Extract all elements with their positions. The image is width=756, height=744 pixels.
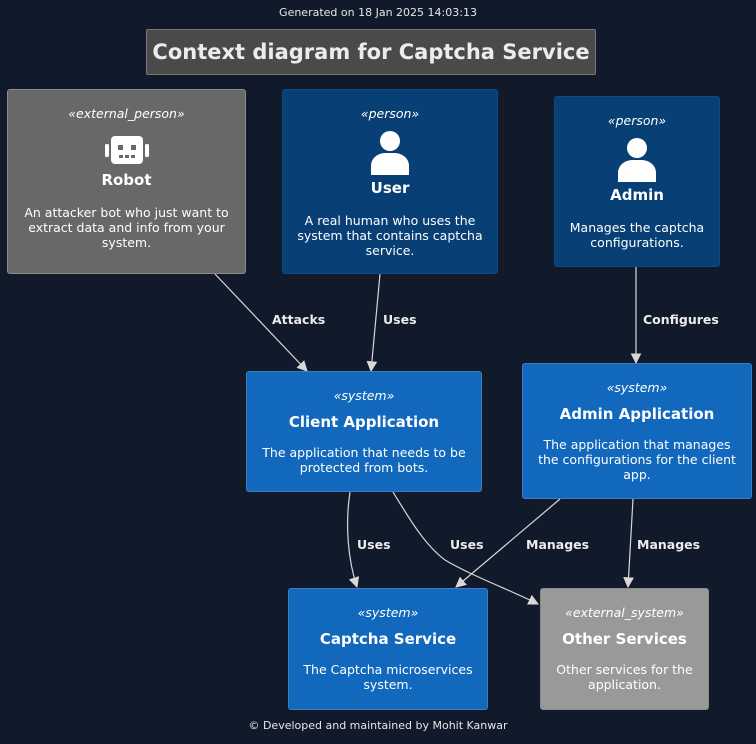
node-robot-desc-line3: system. — [101, 235, 152, 250]
node-other-services-desc-line1: Other services for the — [556, 662, 693, 677]
node-user-desc-line2: system that contains captcha — [297, 228, 483, 243]
node-user-desc-line3: service. — [365, 243, 415, 258]
label-uses-captcha: Uses — [357, 537, 391, 552]
node-other-services-stereotype: «external_system» — [565, 605, 684, 620]
edge-adminapp-manages-other — [623, 498, 634, 589]
node-robot-desc-line1: An attacker bot who just want to — [24, 205, 229, 220]
node-robot-desc-line2: extract data and info from your — [28, 220, 225, 235]
node-user-stereotype: «person» — [360, 106, 420, 121]
person-icon — [371, 131, 409, 175]
node-admin-application-stereotype: «system» — [606, 380, 668, 395]
node-admin: «person» Admin Manages the captcha confi… — [554, 96, 720, 267]
node-user-desc-line1: A real human who uses the — [304, 213, 476, 228]
edge-client-uses-captcha — [347, 491, 360, 589]
node-admin-application-desc-line2: the configurations for the client — [538, 452, 736, 467]
edge-user-uses-client — [366, 273, 381, 373]
node-client-application-desc-line1: The application that needs to be — [262, 445, 466, 460]
node-admin-desc-line1: Manages the captcha — [569, 220, 705, 235]
label-attacks: Attacks — [272, 312, 326, 327]
node-other-services-name: Other Services — [562, 630, 687, 648]
node-captcha-service: «system» Captcha Service The Captcha mic… — [288, 588, 488, 710]
node-admin-application-name: Admin Application — [559, 405, 715, 423]
node-admin-desc-line2: configurations. — [590, 235, 684, 250]
generated-timestamp: Generated on 18 Jan 2025 14:03:13 — [279, 6, 477, 19]
node-client-application-stereotype: «system» — [333, 388, 395, 403]
node-captcha-service-desc-line1: The Captcha microservices — [303, 662, 473, 677]
footer-credit: © Developed and maintained by Mohit Kanw… — [248, 719, 508, 732]
label-configures: Configures — [643, 312, 719, 327]
node-admin-name: Admin — [610, 186, 664, 204]
node-client-application-desc-line2: protected from bots. — [299, 460, 429, 475]
node-user-name: User — [370, 179, 410, 197]
node-robot: «external_person» Robot An attacker bot … — [7, 89, 246, 274]
person-icon — [618, 138, 656, 182]
edge-client-uses-other — [392, 491, 539, 605]
node-admin-application-desc-line1: The application that manages — [543, 437, 731, 452]
node-client-application-name: Client Application — [288, 413, 440, 431]
diagram-title: Context diagram for Captcha Service — [146, 29, 596, 75]
node-robot-name: Robot — [101, 171, 152, 189]
node-captcha-service-desc-line2: system. — [363, 677, 413, 692]
node-other-services: «external_system» Other Services Other s… — [540, 588, 709, 710]
label-uses-other: Uses — [450, 537, 484, 552]
edge-robot-attacks-client — [214, 273, 308, 372]
node-admin-application: «system» Admin Application The applicati… — [522, 363, 752, 499]
node-user: «person» User A real human who uses the … — [282, 89, 498, 274]
node-client-application: «system» Client Application The applicat… — [246, 371, 482, 492]
label-manages-other: Manages — [637, 537, 701, 552]
node-other-services-desc-line2: application. — [588, 677, 661, 692]
node-captcha-service-stereotype: «system» — [357, 605, 419, 620]
node-admin-stereotype: «person» — [607, 113, 667, 128]
label-manages-captcha: Manages — [526, 537, 590, 552]
label-uses-user: Uses — [383, 312, 417, 327]
robot-icon — [104, 136, 149, 164]
node-captcha-service-name: Captcha Service — [319, 630, 457, 648]
edge-adminapp-manages-captcha — [455, 498, 561, 588]
node-robot-stereotype: «external_person» — [68, 106, 185, 121]
node-admin-application-desc-line3: app. — [623, 467, 651, 482]
